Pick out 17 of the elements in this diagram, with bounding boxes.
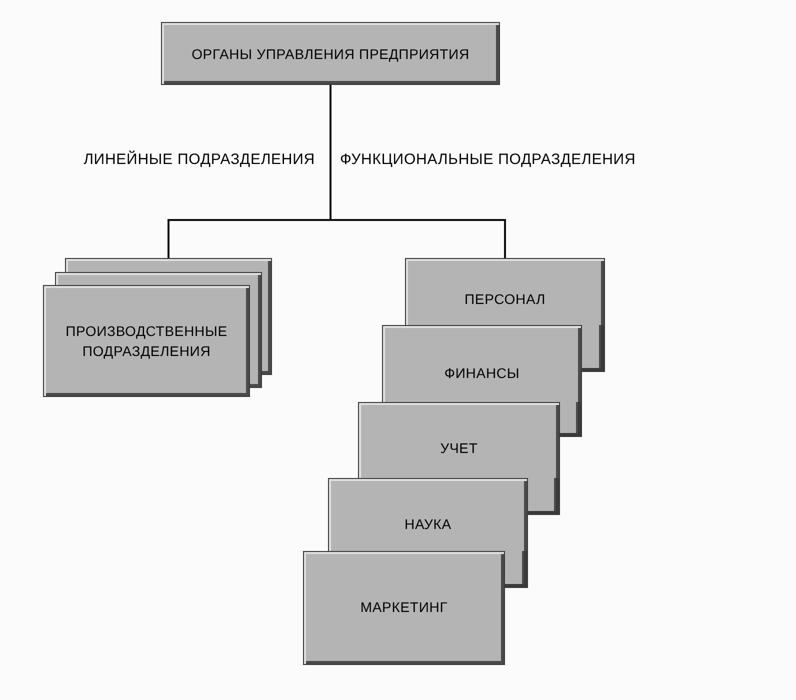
- unit-box: [161, 22, 500, 85]
- box-label: ФИНАНСЫ: [443, 364, 521, 383]
- unit-box: [358, 402, 560, 478]
- box-label: МАРКЕТИНГ: [359, 598, 449, 617]
- box-label: НАУКА: [404, 515, 452, 534]
- box-label: ОРГАНЫ УПРАВЛЕНИЯ ПРЕДПРИЯТИЯ: [190, 45, 470, 64]
- unit-box: [328, 478, 528, 551]
- connector-line: [330, 85, 506, 258]
- box-label: УЧЕТ: [439, 439, 479, 458]
- unit-box: [303, 551, 505, 665]
- box-label: ПРОИЗВОДСТВЕННЫЕ ПОДРАЗДЕЛЕНИЯ: [64, 322, 228, 361]
- stacked-box: [43, 258, 272, 397]
- box-label: ПЕРСОНАЛ: [463, 290, 547, 309]
- unit-box: [405, 258, 605, 325]
- unit-box: [382, 325, 582, 402]
- branch-label: ФУНКЦИОНАЛЬНЫЕ ПОДРАЗДЕЛЕНИЯ: [340, 150, 637, 170]
- branch-label: ЛИНЕЙНЫЕ ПОДРАЗДЕЛЕНИЯ: [82, 150, 315, 170]
